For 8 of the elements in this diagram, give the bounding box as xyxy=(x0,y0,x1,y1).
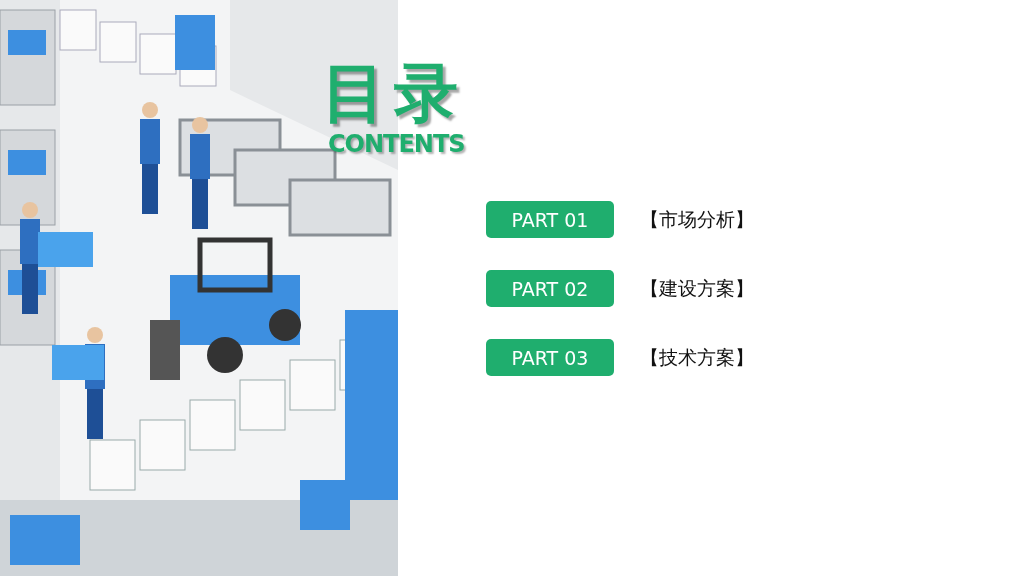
subtitle: CONTENTS xyxy=(328,130,465,158)
title: 目录 xyxy=(322,55,466,132)
section-title: 【建设方案】 xyxy=(640,276,754,301)
section-title: 【技术方案】 xyxy=(640,345,754,370)
part-badge: PART 01 xyxy=(486,201,614,238)
part-badge: PART 02 xyxy=(486,270,614,307)
section-title: 【市场分析】 xyxy=(640,207,754,232)
part-badge: PART 03 xyxy=(486,339,614,376)
